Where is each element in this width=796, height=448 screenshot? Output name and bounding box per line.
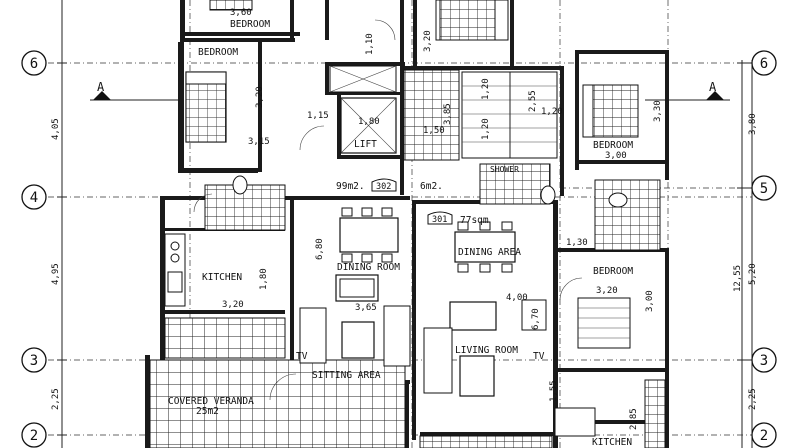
dim-3-20-kitchen: 3,20	[222, 300, 244, 310]
dim-1-80-lift: 1,80	[358, 117, 380, 127]
label-bedroom-top: BEDROOM	[230, 19, 270, 30]
dim-3-30: 3,30	[653, 100, 663, 122]
label-veranda-area: 25m2	[196, 406, 219, 417]
label-bedroom-right-lower: BEDROOM	[593, 266, 633, 277]
grid-bubble-4: 4	[21, 184, 47, 210]
dim-12-55: 12,55	[733, 265, 743, 292]
dining-table-left	[339, 207, 399, 263]
dim-4-00: 4,00	[506, 293, 528, 303]
svg-text:5: 5	[760, 181, 768, 197]
dining-table-right	[454, 221, 516, 273]
label-corridor-area: 6m2.	[420, 181, 443, 192]
dim-3-85: 3,85	[443, 103, 453, 125]
dim-3-60: 3,60	[230, 8, 252, 18]
kitchen-counter-left	[164, 233, 186, 307]
dim-3-15: 3,15	[248, 137, 270, 147]
svg-text:6: 6	[30, 56, 38, 72]
label-dining-area: DINING AREA	[458, 247, 521, 258]
dim-2-25-right: 2,25	[748, 388, 758, 410]
dim-1-20-b: 1,20	[481, 118, 491, 140]
staircase	[461, 71, 558, 159]
label-living-room: LIVING ROOM	[455, 345, 518, 356]
dim-3-20-bedroom-lower: 3,20	[596, 286, 618, 296]
grid-bubble-2-left: 2	[21, 422, 47, 448]
grid-bubble-2-right: 2	[751, 422, 777, 448]
label-tv-right: TV	[533, 351, 545, 362]
label-bedroom-right-upper: BEDROOM	[593, 140, 633, 151]
grid-bubble-6-right: 6	[751, 50, 777, 76]
label-sitting-area: SITTING AREA	[312, 370, 381, 381]
wc-left	[232, 175, 248, 195]
svg-text:301: 301	[432, 215, 447, 225]
dim-1-80-kitchen: 1,80	[259, 268, 269, 290]
dim-1-10: 1,10	[365, 33, 375, 55]
grid-bubble-6-left: 6	[21, 50, 47, 76]
dim-3-20-top: 3,20	[423, 30, 433, 52]
sofa-living	[423, 299, 547, 397]
dim-1-50: 1,50	[423, 126, 445, 136]
dim-3-80: 3,80	[748, 113, 758, 135]
dim-1-30: 1,30	[566, 238, 588, 248]
svg-text:3: 3	[30, 353, 38, 369]
sofa-sitting	[299, 305, 411, 367]
label-shower: SHOWER	[490, 165, 519, 174]
dim-1-20-c: 1,20	[541, 107, 563, 117]
svg-text:A: A	[709, 80, 717, 94]
dim-4-05: 4,05	[51, 118, 61, 140]
dim-4-95: 4,95	[51, 263, 61, 285]
dim-6-80: 6,80	[315, 238, 325, 260]
bed-right-lower	[577, 297, 631, 349]
svg-text:4: 4	[30, 190, 38, 206]
dim-3-20-bedroom-left: 3,20	[255, 86, 265, 108]
label-kitchen-left: KITCHEN	[202, 272, 242, 283]
grid-bubble-3-right: 3	[751, 347, 777, 373]
label-covered-veranda: COVERED VERANDA	[168, 396, 254, 407]
door-swings	[193, 19, 583, 401]
dim-1-15: 1,15	[307, 111, 329, 121]
label-kitchen-bottom: KITCHEN	[592, 437, 632, 448]
dim-2-55: 2,55	[528, 90, 538, 112]
svg-text:A: A	[97, 80, 105, 94]
grid-bubble-3-left: 3	[21, 347, 47, 373]
wc-right	[540, 185, 628, 208]
dim-3-00-bedroom: 3,00	[605, 151, 627, 161]
label-bedroom-left: BEDROOM	[198, 47, 238, 58]
unit-302-tag: 302	[371, 178, 397, 192]
dim-5-20: 5,20	[748, 263, 758, 285]
svg-text:6: 6	[760, 56, 768, 72]
label-lift: LIFT	[354, 139, 377, 150]
kitchen-table-bottom	[554, 407, 596, 437]
sofa-dining	[335, 274, 379, 302]
right-dimension-chain	[737, 60, 757, 448]
svg-text:3: 3	[760, 353, 768, 369]
dim-2-25-left: 2,25	[51, 388, 61, 410]
left-dimension-chain	[57, 0, 67, 448]
unit-301-tag: 301	[427, 211, 453, 225]
dim-2-85: 2,85	[629, 408, 639, 430]
bed-left	[185, 71, 227, 143]
section-marker-right: A	[645, 80, 730, 101]
svg-text:2: 2	[30, 428, 38, 444]
section-marker-left: A	[90, 80, 178, 101]
bed-top	[209, 0, 253, 11]
svg-text:2: 2	[760, 428, 768, 444]
label-unit-302-area: 99m2.	[336, 181, 365, 192]
label-unit-301-area: 77sqm	[460, 215, 489, 226]
tiled-areas	[149, 0, 666, 448]
label-tv-left: TV	[296, 351, 308, 362]
bed-top-middle	[439, 0, 496, 41]
dim-6-70: 6,70	[531, 308, 541, 330]
dim-1-20-a: 1,20	[481, 78, 491, 100]
lift-shaft	[329, 65, 397, 154]
label-dining-room: DINING ROOM	[337, 262, 400, 273]
dim-3-00-lower: 3,00	[645, 290, 655, 312]
grid-bubble-5: 5	[751, 175, 777, 201]
svg-text:302: 302	[376, 182, 391, 192]
bed-right-upper	[582, 84, 639, 138]
dim-1-55: 1,55	[549, 380, 559, 402]
dim-3-65: 3,65	[355, 303, 377, 313]
